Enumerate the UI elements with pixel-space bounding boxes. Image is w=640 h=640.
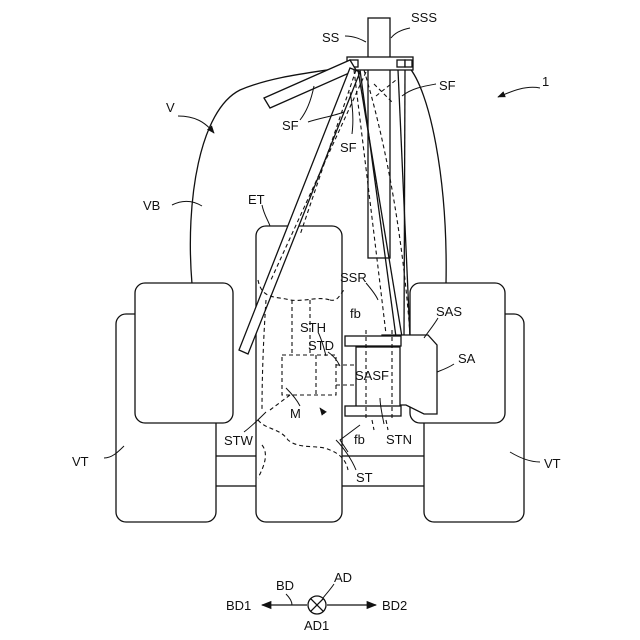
label-st: ST bbox=[356, 470, 373, 485]
label-vt-right: VT bbox=[544, 456, 561, 471]
label-v: V bbox=[166, 100, 175, 115]
steering-shaft bbox=[368, 18, 390, 258]
label-ss: SS bbox=[322, 30, 340, 45]
flange-bottom bbox=[345, 406, 401, 416]
label-std: STD bbox=[308, 338, 334, 353]
label-bd: BD bbox=[276, 578, 294, 593]
label-sf-mid: SF bbox=[340, 140, 357, 155]
label-ref-1: 1 bbox=[542, 74, 549, 89]
label-sf-top-right: SF bbox=[439, 78, 456, 93]
flange-top bbox=[345, 336, 401, 346]
label-ssr: SSR bbox=[340, 270, 367, 285]
label-m: M bbox=[290, 406, 301, 421]
label-sf-left: SF bbox=[282, 118, 299, 133]
label-et: ET bbox=[248, 192, 265, 207]
label-vt-left: VT bbox=[72, 454, 89, 469]
label-sas: SAS bbox=[436, 304, 462, 319]
bracket-bolt-right bbox=[405, 60, 412, 67]
label-sth: STH bbox=[300, 320, 326, 335]
label-asf: SASF bbox=[355, 368, 389, 383]
label-sa: SA bbox=[458, 351, 476, 366]
label-vb: VB bbox=[143, 198, 160, 213]
bracket-bolt-mid bbox=[397, 60, 405, 67]
label-ad1: AD1 bbox=[304, 618, 329, 633]
center-tire bbox=[256, 226, 342, 522]
label-stw: STW bbox=[224, 433, 254, 448]
label-sss: SSS bbox=[411, 10, 437, 25]
label-ad: AD bbox=[334, 570, 352, 585]
label-bd2: BD2 bbox=[382, 598, 407, 613]
label-bd1: BD1 bbox=[226, 598, 251, 613]
left-front-wheel bbox=[135, 283, 233, 423]
label-fb-top: fb bbox=[350, 306, 361, 321]
label-fb-bottom: fb bbox=[354, 432, 365, 447]
label-stn: STN bbox=[386, 432, 412, 447]
